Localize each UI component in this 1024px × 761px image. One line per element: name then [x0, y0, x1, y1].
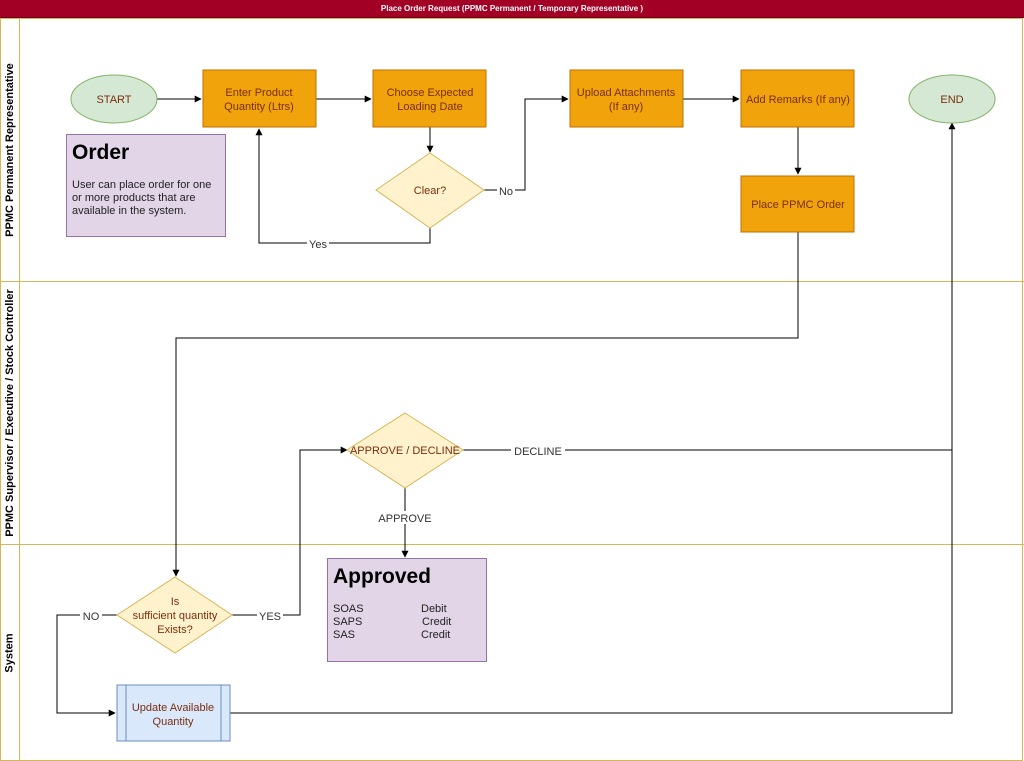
upload-line-1: Upload Attachments: [577, 87, 676, 99]
end-label: END: [940, 94, 963, 106]
end-node: END: [908, 74, 996, 124]
diagram-title: Place Order Request (PPMC Permanent / Te…: [0, 0, 1024, 18]
order-note: Order User can place order for one or mo…: [66, 134, 226, 237]
order-note-body: User can place order for one or more pro…: [72, 179, 212, 217]
order-note-heading: Order: [72, 141, 130, 164]
lane-header-system: System: [0, 545, 19, 760]
approve-decline-decision: APPROVE / DECLINE: [346, 412, 464, 489]
approved-row-type: Credit: [422, 616, 452, 628]
lane-label-representative: PPMC Permanent Representative: [3, 63, 16, 237]
enter-qty-line-2: Quantity (Ltrs): [224, 101, 294, 113]
sufficient-line-2: sufficient quantity: [133, 610, 218, 622]
approved-row-code: SOAS: [333, 603, 364, 615]
lane-header-supervisor: PPMC Supervisor / Executive / Stock Cont…: [0, 282, 19, 544]
add-remarks-process: Add Remarks (If any): [740, 69, 855, 128]
edge-place-to-sufficient: [172, 232, 799, 577]
place-order-process: Place PPMC Order: [740, 175, 855, 233]
upload-line-2: (If any): [609, 101, 643, 113]
lane-label-supervisor: PPMC Supervisor / Executive / Stock Cont…: [3, 289, 16, 537]
approved-note: Approved SOAS Debit SAPS Credit SAS Cred…: [327, 558, 487, 662]
edge-update-to-end: [230, 122, 956, 714]
approved-row: SOAS Debit: [333, 603, 481, 616]
edge-clear-no: [484, 95, 569, 191]
edge-labels: No Yes DECLINE APPROVE NO YES: [80, 184, 565, 623]
enter-qty-line-1: Enter Product: [225, 87, 292, 99]
edge-label-yes: Yes: [309, 239, 327, 251]
edge-label-decline: DECLINE: [514, 446, 562, 458]
enter-quantity-process: Enter Product Quantity (Ltrs): [202, 69, 317, 128]
lane-header-representative: PPMC Permanent Representative: [0, 19, 19, 281]
approved-row-code: SAS: [333, 629, 356, 641]
approved-row: SAS Credit: [333, 629, 481, 642]
sufficient-line-3: Exists?: [157, 624, 192, 636]
place-order-label: Place PPMC Order: [751, 199, 845, 211]
upload-attachments-process: Upload Attachments (If any): [569, 69, 684, 128]
update-quantity-subprocess: Update Available Quantity: [116, 684, 231, 742]
clear-decision: Clear?: [375, 152, 485, 229]
choose-date-process: Choose Expected Loading Date: [372, 69, 487, 128]
swimlane-frames: [0, 18, 1024, 761]
update-qty-line-2: Quantity: [153, 716, 194, 728]
start-node: START: [70, 74, 158, 124]
edge-label-NO: NO: [83, 611, 100, 623]
edge-label-YES: YES: [259, 611, 281, 623]
approve-decline-label: APPROVE / DECLINE: [350, 445, 460, 457]
edge-label-approve: APPROVE: [378, 513, 431, 525]
sufficient-quantity-decision: Is sufficient quantity Exists?: [116, 576, 233, 654]
edge-label-no: No: [499, 186, 513, 198]
approved-row-code: SAPS: [333, 616, 363, 628]
edge-sufficient-no: [56, 614, 117, 717]
remarks-label: Add Remarks (If any): [746, 94, 850, 106]
clear-label: Clear?: [414, 185, 446, 197]
approved-row-type: Credit: [421, 629, 451, 641]
update-qty-line-1: Update Available: [132, 702, 214, 714]
start-label: START: [96, 94, 131, 106]
pool-border: [0, 18, 1023, 761]
choose-date-line-1: Choose Expected: [387, 87, 474, 99]
edge-clear-yes: [255, 128, 431, 244]
approved-note-heading: Approved: [333, 565, 432, 588]
lane-label-system: System: [3, 632, 16, 673]
sufficient-line-1: Is: [171, 596, 180, 608]
approved-row: SAPS Credit: [333, 616, 481, 629]
choose-date-line-2: Loading Date: [397, 101, 462, 113]
approved-row-type: Debit: [421, 603, 447, 615]
